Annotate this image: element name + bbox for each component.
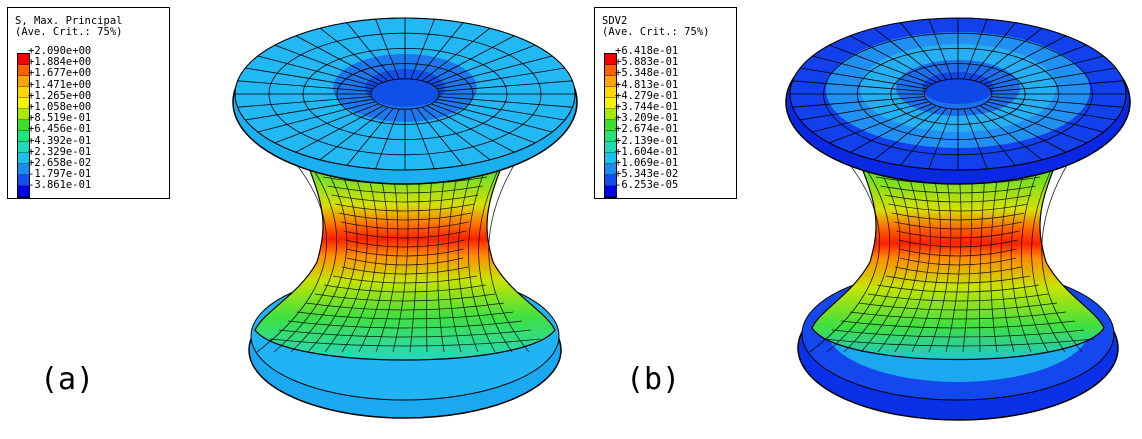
legend-b-color-segment [605, 109, 616, 120]
legend-b-value-label: +3.744e-01 [615, 101, 679, 113]
legend-b-color-segment [605, 153, 616, 164]
legend-a-color-segment [18, 65, 29, 76]
legend-a-value-label: -1.797e-01 [28, 168, 92, 181]
legend-a-value-label: +2.658e-02 [28, 157, 92, 169]
legend-a-color-segment [18, 109, 29, 120]
legend-a-value-label: +2.329e-01 [28, 145, 92, 158]
legend-a-color-segment [18, 76, 29, 87]
legend-b-value-label: +1.069e-01 [615, 157, 679, 169]
legend-b-color-segment [605, 54, 616, 65]
legend-a-colorbar [17, 53, 30, 198]
legend-b-colorbar [604, 53, 617, 198]
legend-b-color-segment [605, 98, 616, 109]
legend-b-value-label: +5.343e-02 [615, 168, 679, 181]
legend-a-subtitle: (Ave. Crit.: 75%) [15, 26, 123, 38]
legend-b-color-segment [605, 175, 616, 186]
legend-a-color-segment [18, 142, 29, 153]
legend-b-value-label: +2.674e-01 [615, 123, 679, 136]
legend-b-value-label: +4.813e-01 [615, 78, 679, 91]
legend-b-title: SDV2 [602, 15, 628, 27]
legend-a-color-segment [18, 87, 29, 98]
legend-a: S, Max. Principal (Ave. Crit.: 75%) +2.0… [7, 7, 170, 199]
legend-a-value-label: -3.861e-01 [28, 179, 92, 192]
legend-b-subtitle: (Ave. Crit.: 75%) [602, 26, 710, 38]
top-flange-a [232, 17, 578, 185]
legend-b-color-segment [605, 164, 616, 175]
legend-b-color-segment [605, 131, 616, 142]
legend-b-value-label: -6.253e-05 [615, 179, 679, 192]
legend-a-title: S, Max. Principal [15, 15, 123, 27]
legend-a-value-label: +1.058e+00 [28, 101, 92, 113]
legend-a-value-label: +6.456e-01 [28, 123, 92, 136]
legend-a-value-label: +4.392e-01 [28, 134, 92, 147]
legend-a-value-label: +1.265e+00 [28, 89, 92, 102]
legend-b-color-segment [605, 120, 616, 131]
legend-b-color-segment [605, 87, 616, 98]
legend-b-color-segment [605, 142, 616, 153]
legend-b-color-segment [605, 76, 616, 87]
legend-a-color-segment [18, 175, 29, 186]
panel-a-label: (a) [40, 362, 95, 397]
legend-b-value-label: +2.139e-01 [615, 134, 679, 147]
legend-a-color-segment [18, 54, 29, 65]
legend-b-value-label: +4.279e-01 [615, 89, 679, 102]
legend-a-color-segment [18, 164, 29, 175]
legend-b-value-label: +5.883e-01 [615, 56, 679, 69]
legend-a-color-segment [18, 186, 29, 197]
legend-b-value-label: +5.348e-01 [615, 67, 679, 80]
legend-a-value-label: +2.090e+00 [28, 45, 92, 57]
legend-a-color-segment [18, 131, 29, 142]
legend-b-color-segment [605, 65, 616, 76]
panel-b-label: (b) [626, 362, 681, 397]
top-flange-b [785, 17, 1131, 185]
legend-b-value-label: +3.209e-01 [615, 112, 679, 125]
legend-b-value-label: +6.418e-01 [615, 45, 679, 57]
legend-b: SDV2 (Ave. Crit.: 75%) +6.418e-01+5.883e… [594, 7, 737, 199]
legend-a-value-label: +1.677e+00 [28, 67, 92, 80]
legend-a-value-label: +8.519e-01 [28, 112, 92, 125]
legend-a-value-label: +1.471e+00 [28, 78, 92, 91]
legend-a-color-segment [18, 98, 29, 109]
model-a [232, 17, 578, 419]
legend-b-color-segment [605, 186, 616, 197]
legend-b-value-label: +1.604e-01 [615, 145, 679, 158]
legend-a-color-segment [18, 120, 29, 131]
legend-a-value-label: +1.884e+00 [28, 56, 92, 69]
legend-a-color-segment [18, 153, 29, 164]
model-b [785, 17, 1131, 421]
